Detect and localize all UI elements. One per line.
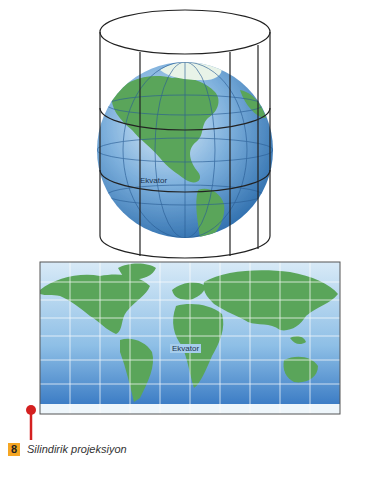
figure-number: 8 [8,443,20,456]
world-map [40,262,340,414]
pin-marker [26,405,36,440]
cylinder-wall [100,32,270,258]
equator-label: Ekvator [170,344,201,353]
figure-caption: Silindirik projeksiyon [27,443,127,456]
globe [97,61,273,238]
cylinder-top [100,10,270,54]
equator-label: Ekvator [140,176,167,185]
